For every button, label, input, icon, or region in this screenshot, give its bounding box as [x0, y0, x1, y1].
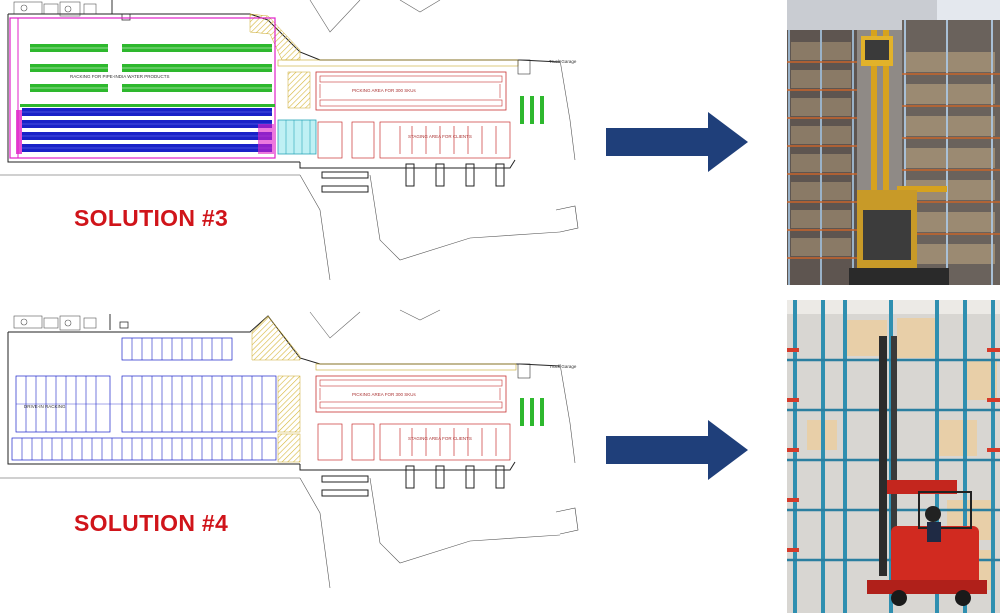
floor-plan-drawing: RACKING FOR PIPE-INDIA WATER PRODUCTS PI… — [0, 0, 579, 281]
green-bays — [520, 398, 544, 426]
arrow-right-icon — [606, 112, 748, 172]
picking-area — [315, 71, 507, 111]
blue-rack-rows — [22, 108, 272, 152]
truck-garage-text: Truck Garage — [549, 364, 577, 369]
staging-area-text: STAGING AREA FOR CLIENTS — [408, 436, 472, 441]
staging-blocks — [317, 121, 511, 159]
drive-in-rack-lanes — [21, 338, 263, 460]
rack-left — [787, 30, 857, 285]
green-bays — [520, 96, 544, 124]
hatched-area — [277, 375, 301, 433]
cyan-rack-block — [277, 119, 317, 155]
hatched-area — [287, 71, 311, 109]
floor-plan-solution-4: DRIVE-IN RACKING PICKING AREA FOR 300 SK… — [0, 308, 590, 608]
machinery-block — [13, 315, 97, 331]
picking-area — [315, 375, 507, 413]
truck-docks — [321, 465, 505, 497]
picking-area-text: PICKING AREA FOR 300 SKUs — [352, 88, 417, 93]
truck-garage-text: Truck Garage — [549, 59, 577, 64]
truck-docks — [321, 163, 505, 193]
drive-in-racks — [11, 337, 277, 461]
picking-area-text: PICKING AREA FOR 300 SKUs — [352, 392, 417, 397]
staging-area-text: STAGING AREA FOR CLIENTS — [408, 134, 472, 139]
order-picker-truck — [849, 30, 949, 285]
staging-blocks — [317, 423, 511, 461]
photo-reach-truck-drive-in — [787, 300, 1000, 613]
storage-zone-boundary — [9, 17, 276, 159]
hatched-area — [251, 315, 301, 361]
storage-zone-text: DRIVE-IN RACKING — [24, 404, 66, 409]
green-rack-dividers — [30, 47, 272, 89]
floor-plan-solution-3: RACKING FOR PIPE-INDIA WATER PRODUCTS PI… — [0, 0, 590, 300]
arrow-right-icon — [606, 420, 748, 480]
rack-right — [902, 20, 1000, 285]
solution-3-label: SOLUTION #3 — [74, 205, 229, 231]
blue-rack-dividers — [22, 111, 272, 149]
floor-plan-drawing: DRIVE-IN RACKING PICKING AREA FOR 300 SK… — [0, 309, 579, 589]
storage-zone-text: RACKING FOR PIPE-INDIA WATER PRODUCTS — [70, 74, 170, 79]
reach-truck — [867, 336, 987, 606]
photo-vna-order-picker — [787, 0, 1000, 285]
solution-4-label: SOLUTION #4 — [74, 510, 229, 536]
